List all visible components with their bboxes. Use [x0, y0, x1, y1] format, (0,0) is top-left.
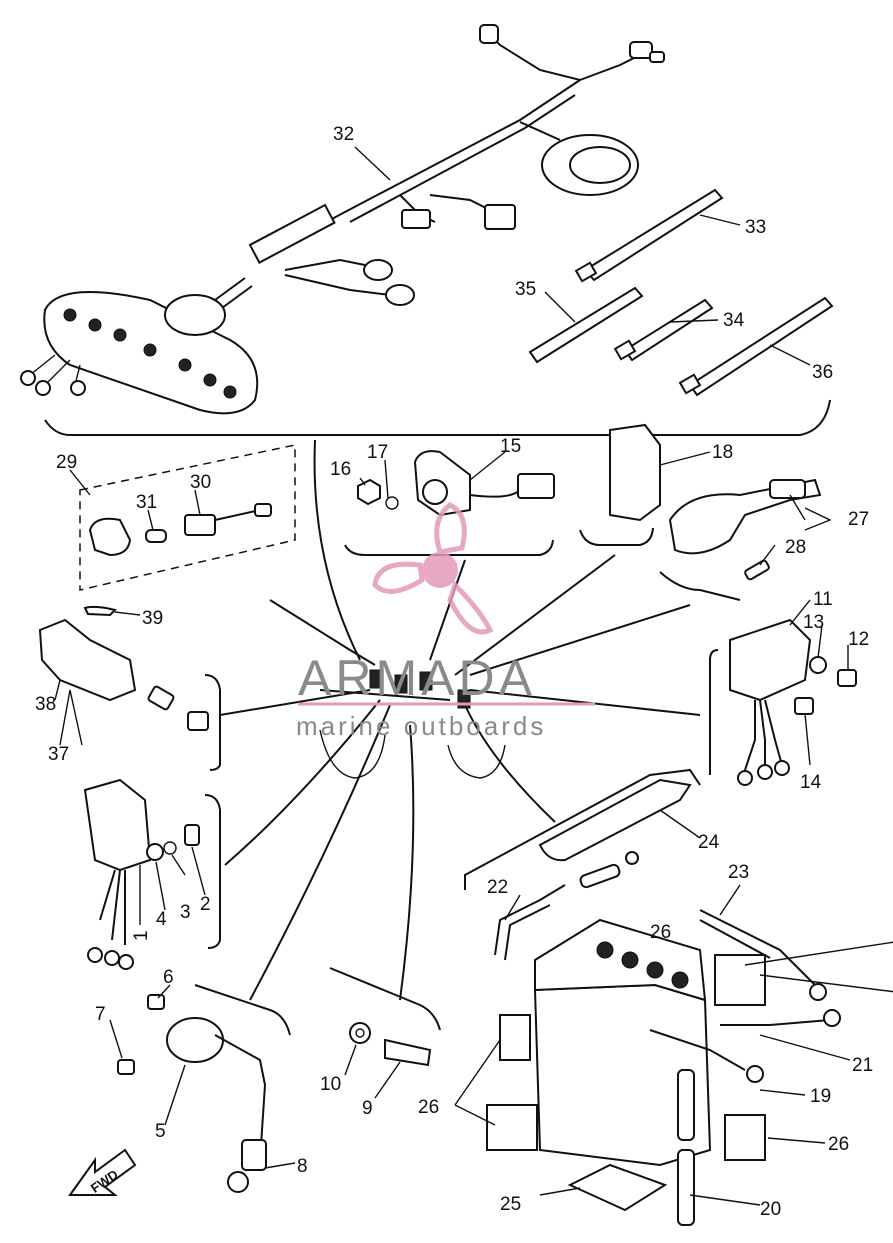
- label-18: 18: [712, 442, 733, 463]
- label-3: 3: [180, 902, 191, 923]
- label-27: 27: [848, 509, 869, 530]
- label-16: 16: [330, 459, 351, 480]
- top-group-bracket: [44, 399, 831, 436]
- label-13: 13: [803, 612, 824, 633]
- label-12: 12: [848, 629, 869, 650]
- sensor-group: [117, 984, 291, 1193]
- label-15: 15: [500, 436, 521, 457]
- label-14: 14: [800, 772, 822, 793]
- indicator-lamp-group: [79, 444, 296, 591]
- armada-logo: ARMADA marine outboards: [296, 502, 595, 741]
- relay-group: [344, 450, 555, 556]
- unit-1-group: [83, 778, 221, 970]
- leader-lines: [54, 146, 893, 1206]
- label-8: 8: [297, 1156, 308, 1177]
- label-7: 7: [95, 1004, 106, 1025]
- label-2: 2: [200, 894, 211, 915]
- part-labels: 32 33 35 34 36 29 30 31 16 17 15 18 27 2…: [35, 124, 873, 1220]
- label-37: 37: [48, 744, 69, 765]
- brand-tagline: marine outboards: [296, 711, 546, 741]
- ignition-coil-group: [659, 478, 822, 601]
- label-31: 31: [136, 492, 157, 513]
- label-38: 38: [35, 694, 56, 715]
- label-5: 5: [155, 1121, 166, 1142]
- label-36: 36: [812, 362, 833, 383]
- label-10: 10: [320, 1074, 341, 1095]
- label-26-a: 26: [650, 922, 671, 943]
- label-23: 23: [728, 862, 749, 883]
- label-29: 29: [56, 452, 77, 473]
- label-34: 34: [723, 310, 745, 331]
- label-4: 4: [156, 909, 167, 930]
- label-32: 32: [333, 124, 354, 145]
- label-1: 1: [131, 930, 152, 941]
- propeller-logo: [372, 502, 494, 635]
- label-35: 35: [515, 279, 536, 300]
- label-19: 19: [810, 1086, 831, 1107]
- label-20: 20: [760, 1199, 781, 1220]
- label-24: 24: [698, 832, 720, 853]
- label-25: 25: [500, 1194, 521, 1215]
- label-26-b: 26: [418, 1097, 439, 1118]
- label-28: 28: [785, 537, 806, 558]
- label-39: 39: [142, 608, 163, 629]
- switch-group: [38, 605, 221, 771]
- label-26-c: 26: [828, 1134, 849, 1155]
- switch-9-group: [329, 967, 441, 1067]
- label-9: 9: [362, 1098, 373, 1119]
- regulator-group: [579, 423, 661, 546]
- label-6: 6: [163, 967, 174, 988]
- wire-harness: [20, 24, 665, 415]
- label-11: 11: [813, 589, 833, 610]
- cable-bands: [528, 188, 834, 397]
- label-17: 17: [367, 442, 388, 463]
- label-30: 30: [190, 472, 211, 493]
- fwd-arrow: FWD: [68, 1148, 137, 1196]
- label-33: 33: [745, 217, 766, 238]
- battery-group: [464, 768, 841, 1226]
- label-21: 21: [852, 1055, 873, 1076]
- cdi-unit-group: [709, 618, 857, 786]
- brand-name: ARMADA: [298, 650, 536, 706]
- label-22: 22: [487, 877, 508, 898]
